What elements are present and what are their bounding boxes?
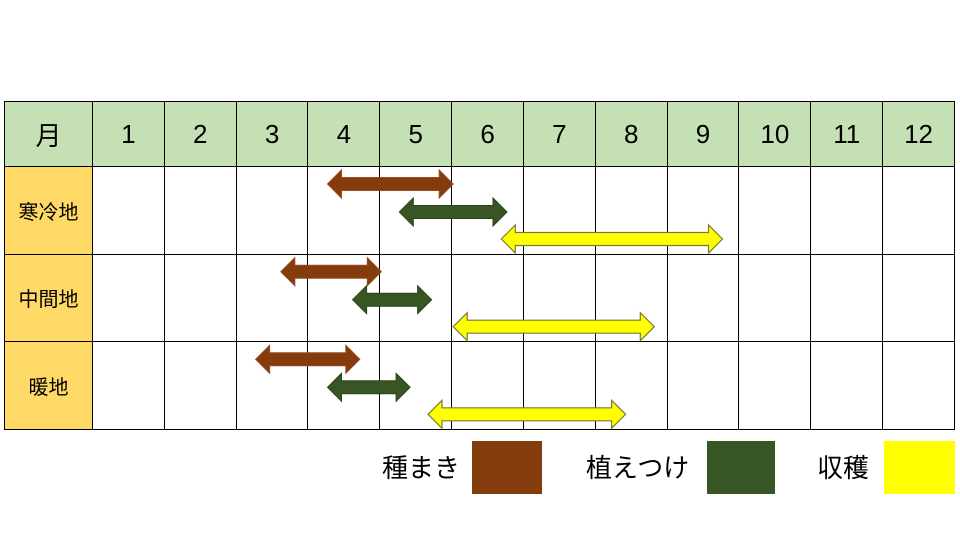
calendar-cell xyxy=(667,342,740,430)
month-header-3: 3 xyxy=(236,102,309,167)
sowing-arrow-temperate-region xyxy=(279,255,382,287)
region-label-temperate: 中間地 xyxy=(5,254,93,343)
calendar-cell xyxy=(739,167,812,255)
corner-month-header: 月 xyxy=(5,102,93,167)
month-header-5: 5 xyxy=(380,102,453,167)
month-header-4: 4 xyxy=(308,102,381,167)
month-header-10: 10 xyxy=(739,102,812,167)
calendar-cell xyxy=(883,254,955,343)
month-header-11: 11 xyxy=(811,102,884,167)
calendar-cell xyxy=(93,254,165,343)
sowing-arrow-warm-region xyxy=(254,343,361,375)
legend-swatch-sowing xyxy=(472,441,542,494)
month-header-1: 1 xyxy=(93,102,165,167)
planting-arrow-cold-region xyxy=(398,196,508,227)
month-header-12: 12 xyxy=(883,102,955,167)
harvest-arrow-cold-region xyxy=(499,223,723,254)
calendar-cell xyxy=(164,342,237,430)
calendar-cell xyxy=(883,342,955,430)
month-header-6: 6 xyxy=(452,102,524,167)
month-header-7: 7 xyxy=(523,102,596,167)
legend-swatch-planting xyxy=(707,441,775,494)
calendar-cell xyxy=(93,342,165,430)
planting-arrow-warm-region xyxy=(326,371,411,403)
calendar-cell xyxy=(811,254,884,343)
legend-label-harvest: 収穫 xyxy=(817,453,870,483)
calendar-cell xyxy=(739,342,812,430)
region-label-cold: 寒冷地 xyxy=(5,167,93,255)
calendar-cell xyxy=(811,167,884,255)
harvest-arrow-temperate-region xyxy=(451,310,655,342)
calendar-cell xyxy=(883,167,955,255)
calendar-cell xyxy=(164,167,237,255)
calendar-cell xyxy=(93,167,165,255)
calendar-cell xyxy=(667,254,740,343)
legend-label-sowing: 種まき xyxy=(382,453,461,483)
calendar-cell xyxy=(164,254,237,343)
calendar-cell xyxy=(739,254,812,343)
calendar-cell xyxy=(236,167,309,255)
legend-swatch-harvest xyxy=(884,441,955,494)
planting-calendar: 月 1 2 3 4 5 6 7 8 9 10 11 12 寒冷地 中間地 xyxy=(4,101,956,431)
month-header-2: 2 xyxy=(164,102,237,167)
month-header-8: 8 xyxy=(595,102,668,167)
legend-label-planting: 植えつけ xyxy=(586,453,690,483)
planting-arrow-temperate-region xyxy=(351,283,432,315)
legend: 種まき 植えつけ 収穫 xyxy=(380,440,956,496)
month-header-9: 9 xyxy=(667,102,740,167)
region-label-warm: 暖地 xyxy=(5,342,93,430)
range-arrows-layer xyxy=(254,168,723,430)
sowing-arrow-cold-region xyxy=(326,168,454,199)
calendar-cell xyxy=(811,342,884,430)
harvest-arrow-warm-region xyxy=(426,398,626,430)
